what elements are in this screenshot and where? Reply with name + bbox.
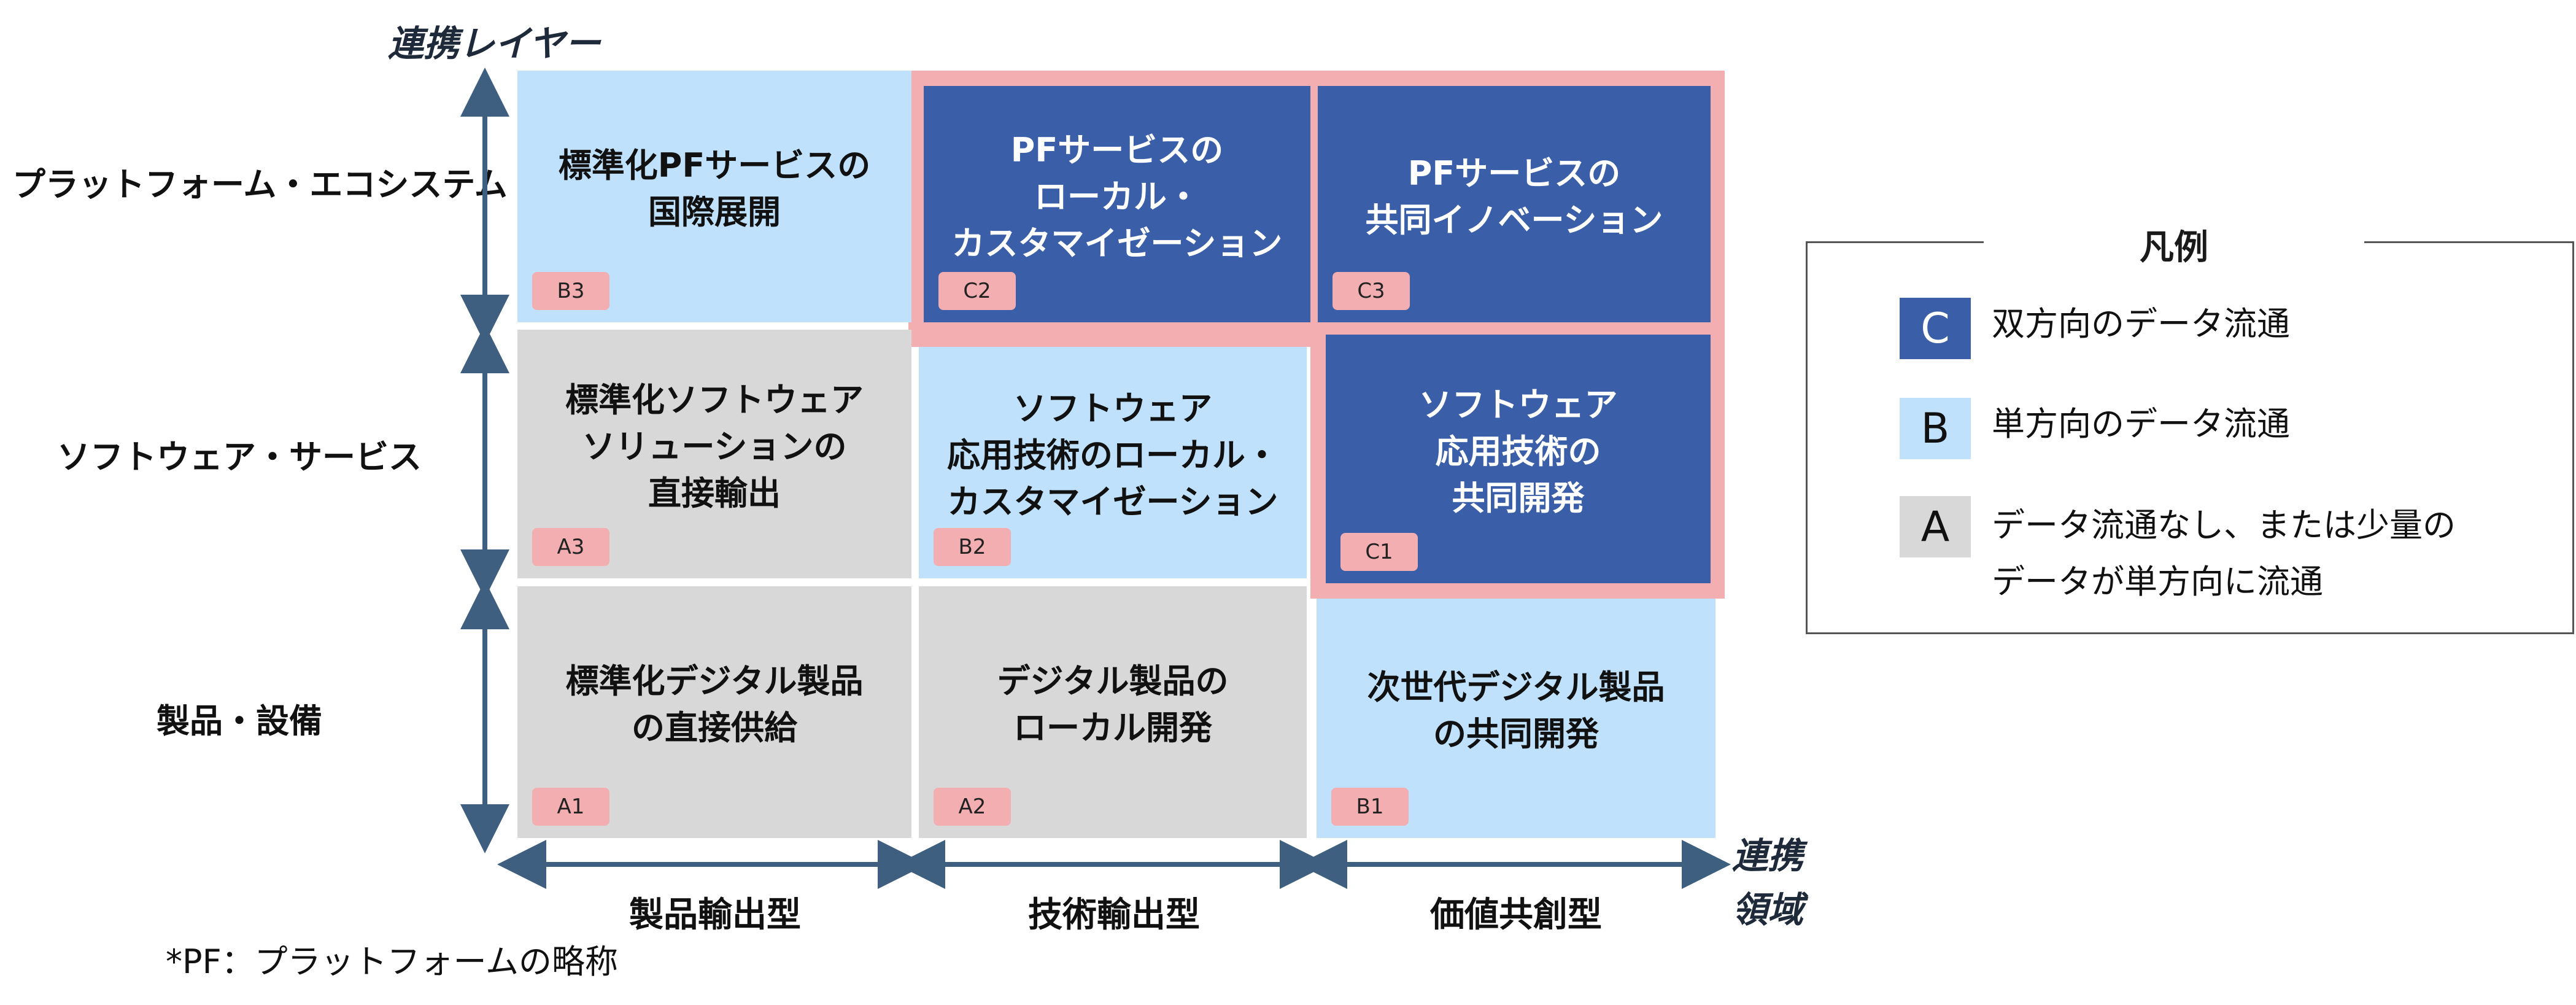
cell-C3: PFサービスの 共同イノベーション C3 (1318, 86, 1711, 322)
cell-C2: PFサービスの ローカル・ カスタマイゼーション C2 (924, 86, 1310, 322)
cell-C3-code-badge: C3 (1332, 272, 1410, 310)
cell-A2-code-badge: A2 (934, 788, 1011, 826)
cell-A3-code-badge: A3 (532, 528, 609, 566)
legend-title: 凡例 (1984, 221, 2364, 268)
cell-B3: 標準化PFサービスの 国際展開 B3 (517, 71, 911, 322)
cell-A3: 標準化ソフトウェア ソリューションの 直接輸出 A3 (517, 330, 911, 578)
cell-B1-code-badge: B1 (1331, 788, 1409, 826)
y-axis-title: 連携レイヤー (388, 23, 601, 64)
cell-B2-code-badge: B2 (934, 528, 1011, 566)
row-label-product: 製品・設備 (157, 702, 322, 740)
cell-B2-text: ソフトウェア 応用技術のローカル・ カスタマイゼーション (947, 389, 1278, 521)
cell-B3-text: 標準化PFサービスの 国際展開 (558, 146, 871, 231)
footnote: *PF：プラットフォームの略称 (166, 942, 619, 981)
cell-A1: 標準化デジタル製品 の直接供給 A1 (517, 586, 911, 838)
cell-C3-text: PFサービスの 共同イノベーション (1365, 153, 1663, 239)
cell-A2-text: デジタル製品の ローカル開発 (997, 662, 1229, 747)
cell-A3-text: 標準化ソフトウェア ソリューションの 直接輸出 (565, 380, 864, 513)
legend-swatch-B: B (1900, 398, 1971, 459)
col-label-product-export: 製品輸出型 (629, 895, 801, 935)
legend-swatch-A: A (1900, 496, 1971, 557)
cell-C2-code-badge: C2 (938, 272, 1016, 310)
cell-B1-text: 次世代デジタル製品 の共同開発 (1367, 668, 1665, 753)
cell-C2-text: PFサービスの ローカル・ カスタマイゼーション (951, 130, 1283, 263)
cell-B1: 次世代デジタル製品 の共同開発 B1 (1317, 599, 1715, 838)
cell-C1: ソフトウェア 応用技術の 共同開発 C1 (1326, 335, 1711, 583)
row-label-software: ソフトウェア・サービス (57, 438, 422, 476)
legend-swatch-C: C (1900, 298, 1971, 359)
cell-A2: デジタル製品の ローカル開発 A2 (919, 586, 1307, 838)
x-axis-title: 連携 領域 (1732, 835, 1804, 931)
cell-A1-text: 標準化デジタル製品 の直接供給 (565, 662, 864, 747)
col-label-value-cocreation: 価値共創型 (1430, 895, 1602, 935)
legend-text-C: 双方向のデータ流通 (1992, 305, 2290, 343)
cell-A1-code-badge: A1 (532, 788, 609, 826)
cell-B2: ソフトウェア 応用技術のローカル・ カスタマイゼーション B2 (919, 347, 1307, 578)
legend-text-A: データ流通なし、または少量の データが単方向に流通 (1992, 506, 2456, 601)
cell-C1-text: ソフトウェア 応用技術の 共同開発 (1418, 385, 1618, 518)
row-label-platform: プラットフォーム・エコシステム (12, 165, 508, 204)
cell-C1-code-badge: C1 (1340, 533, 1418, 571)
cell-B3-code-badge: B3 (532, 272, 609, 310)
legend-text-B: 単方向のデータ流通 (1992, 405, 2290, 443)
col-label-tech-export: 技術輸出型 (1028, 895, 1200, 935)
